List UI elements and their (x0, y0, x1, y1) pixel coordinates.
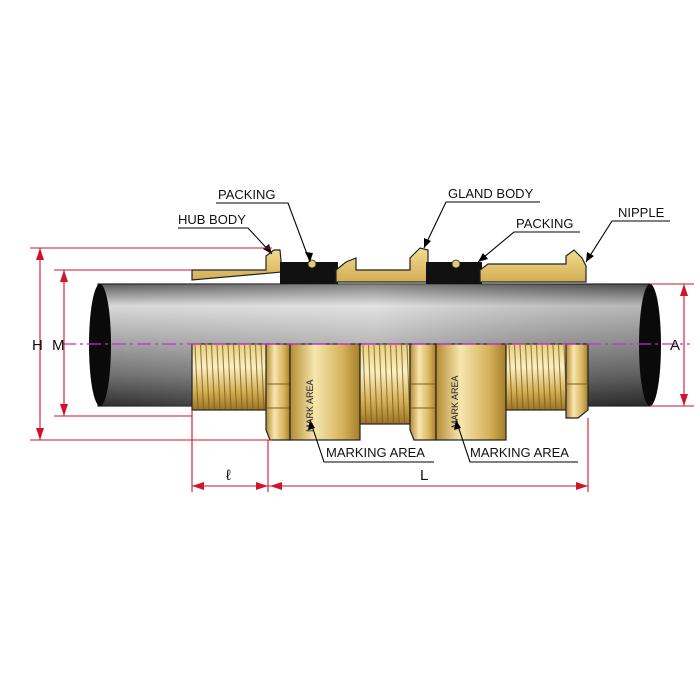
thread-line (243, 344, 249, 410)
packing-right-shape (426, 262, 482, 284)
thread-line (373, 344, 378, 424)
thread-line (194, 344, 199, 410)
label-packing-left: PACKING (218, 187, 276, 202)
nipple-hex (565, 343, 589, 419)
thread-line (519, 344, 524, 410)
thread-line (227, 344, 232, 410)
thread-line (221, 344, 227, 410)
dimension-a: A (670, 337, 680, 354)
mark-area-text-right: MARK AREA (450, 375, 460, 428)
thread-line (210, 344, 216, 410)
thread-line (199, 344, 205, 410)
thread-line (232, 344, 238, 410)
mark-area-body-2 (435, 343, 507, 441)
thread-line (254, 344, 260, 410)
label-hub-body: HUB BODY (178, 212, 246, 227)
thread-line (400, 344, 406, 424)
hex-nut-1 (265, 343, 291, 441)
label-marking-area-left: MARKING AREA (326, 445, 425, 460)
thread-line (513, 344, 519, 410)
thread-line (395, 344, 400, 424)
thread-line (552, 344, 557, 410)
thread-line (530, 344, 535, 410)
middle-body-section (335, 247, 429, 283)
mark-area-text-left: MARK AREA (305, 379, 315, 432)
dimension-lines (30, 247, 694, 492)
packing-left-shape (280, 262, 338, 284)
thread-line (541, 344, 546, 410)
dimension-small-l: ℓ (226, 467, 231, 484)
hex-nut-2 (409, 343, 437, 441)
thread-line (216, 344, 221, 410)
thread-line (508, 344, 513, 410)
dimension-h: H (32, 337, 43, 354)
label-marking-area-right: MARKING AREA (470, 445, 569, 460)
mark-area-body-1 (289, 343, 361, 441)
leader-lines (178, 201, 670, 463)
leader-arrowheads (263, 238, 594, 430)
thread-line (362, 344, 367, 424)
thread-line (249, 344, 254, 410)
lower-external-view (191, 343, 589, 441)
thread-line (367, 344, 373, 424)
nipple-section (479, 249, 587, 283)
dimension-big-l: L (420, 467, 428, 484)
hub-body-section (191, 249, 283, 281)
thread-line (384, 344, 389, 424)
thread-line (205, 344, 210, 410)
thread-line (260, 344, 265, 410)
label-gland-body: GLAND BODY (448, 186, 534, 201)
thread-line (535, 344, 541, 410)
thread-line (238, 344, 243, 410)
upper-section (191, 247, 587, 284)
thread-line (378, 344, 384, 424)
cable-left-end (89, 284, 111, 406)
dimension-m: M (52, 337, 65, 354)
thread-line (524, 344, 530, 410)
thread-line (546, 344, 552, 410)
label-packing-right: PACKING (516, 216, 574, 231)
thread-line (389, 344, 395, 424)
cable-right-end (639, 284, 661, 406)
label-nipple: NIPPLE (618, 205, 665, 220)
thread-line (557, 344, 563, 410)
